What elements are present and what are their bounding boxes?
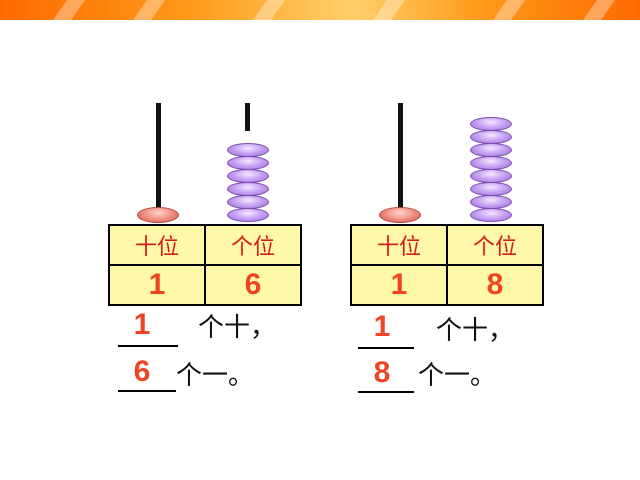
suffix-tens-left: 个十， bbox=[198, 313, 277, 343]
ones-rod bbox=[245, 103, 250, 131]
ones-bead bbox=[227, 143, 269, 157]
ones-bead bbox=[227, 195, 269, 209]
answer-ones-left: 6 bbox=[133, 355, 151, 388]
header-tens: 十位 bbox=[108, 224, 206, 266]
answer-tens-right: 1 bbox=[373, 310, 391, 343]
answer-line-ones-left bbox=[118, 390, 176, 392]
place-value-table-left: 十位 个位 1 6 bbox=[108, 224, 302, 306]
ones-bead bbox=[470, 169, 512, 183]
ones-bead bbox=[227, 208, 269, 222]
ones-bead bbox=[470, 130, 512, 144]
ones-bead bbox=[470, 195, 512, 209]
ones-bead bbox=[227, 182, 269, 196]
tens-rod bbox=[156, 103, 161, 213]
header-ones: 个位 bbox=[446, 224, 544, 266]
tens-bead bbox=[379, 207, 421, 223]
answer-line-tens-right bbox=[358, 347, 414, 349]
ones-bead bbox=[470, 143, 512, 157]
ones-bead bbox=[470, 156, 512, 170]
ones-bead bbox=[470, 182, 512, 196]
ones-bead bbox=[227, 169, 269, 183]
top-banner bbox=[0, 0, 640, 20]
suffix-ones-right: 个一。 bbox=[418, 361, 497, 391]
tens-bead bbox=[137, 207, 179, 223]
suffix-ones-left: 个一。 bbox=[176, 361, 255, 391]
value-tens: 1 bbox=[108, 264, 206, 306]
answer-line-ones-right bbox=[358, 391, 414, 393]
header-ones: 个位 bbox=[204, 224, 302, 266]
answer-ones-right: 8 bbox=[373, 356, 391, 389]
value-ones: 6 bbox=[204, 264, 302, 306]
answer-tens-left: 1 bbox=[133, 308, 151, 341]
value-tens: 1 bbox=[350, 264, 448, 306]
place-value-table-right: 十位 个位 1 8 bbox=[350, 224, 544, 306]
ones-bead bbox=[470, 117, 512, 131]
ones-bead bbox=[470, 208, 512, 222]
ones-bead bbox=[227, 156, 269, 170]
answer-line-tens-left bbox=[118, 345, 178, 347]
suffix-tens-right: 个十， bbox=[436, 316, 515, 346]
header-tens: 十位 bbox=[350, 224, 448, 266]
value-ones: 8 bbox=[446, 264, 544, 306]
tens-rod bbox=[398, 103, 403, 213]
